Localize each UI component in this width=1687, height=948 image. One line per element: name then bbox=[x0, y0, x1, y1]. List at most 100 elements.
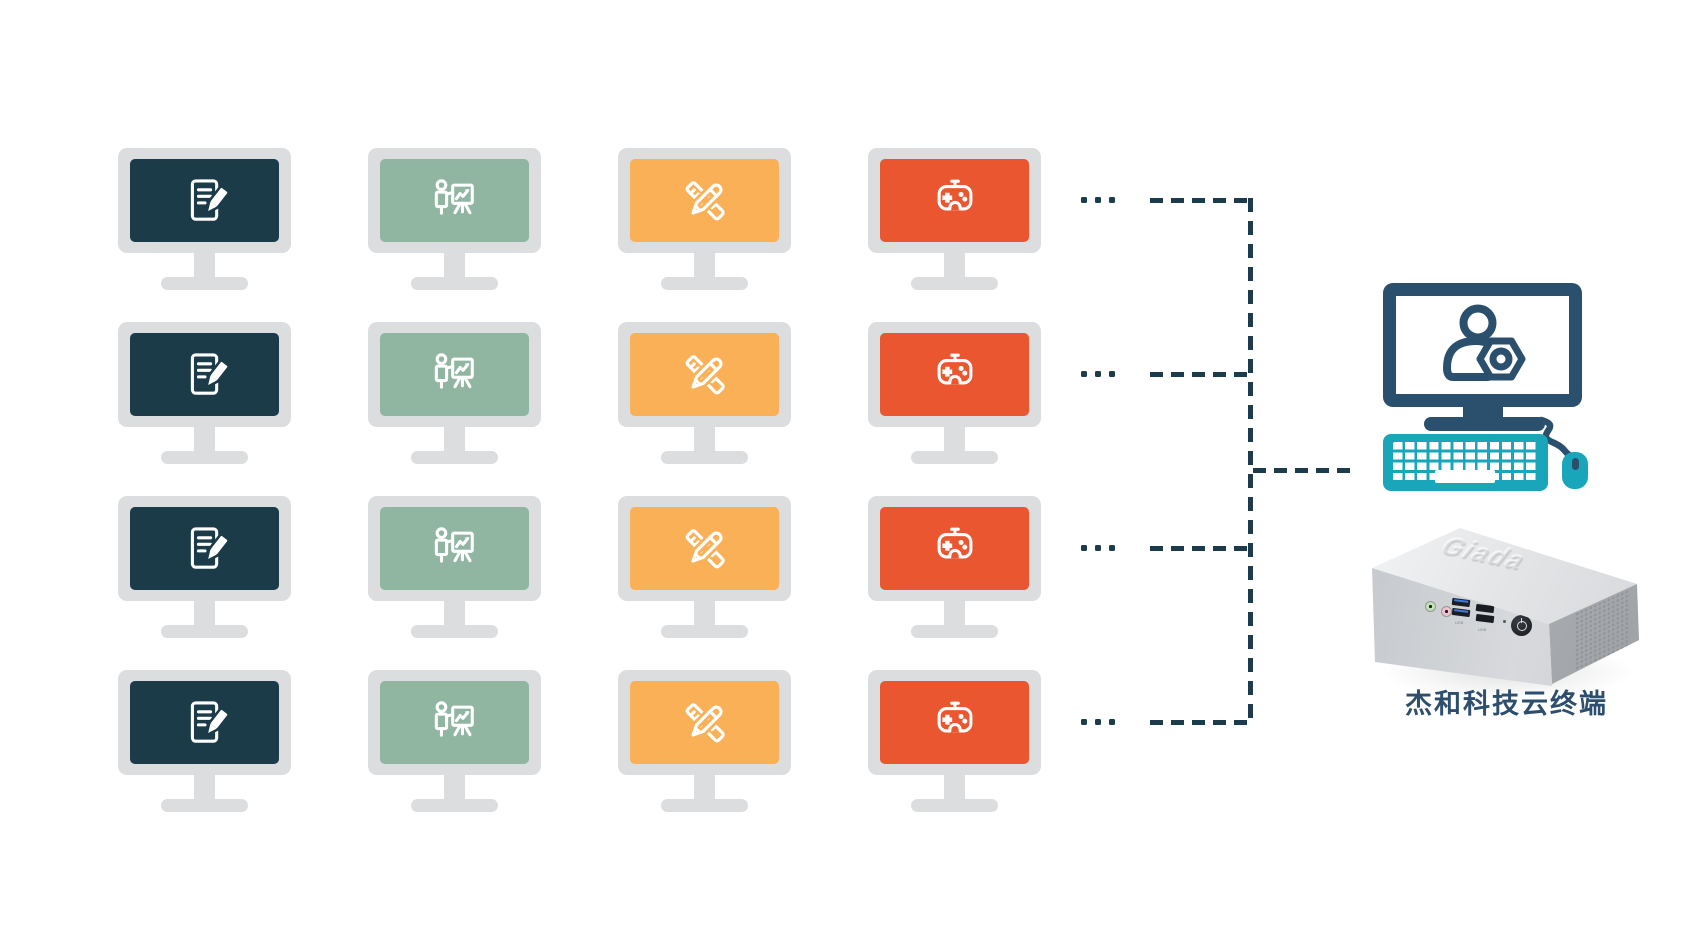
monitor-design bbox=[618, 670, 791, 812]
monitor-base bbox=[661, 625, 748, 638]
connector-row-3 bbox=[1150, 546, 1253, 551]
monitor-neck bbox=[194, 775, 215, 800]
mouse-wheel bbox=[1571, 458, 1579, 470]
monitor-screen bbox=[880, 159, 1029, 242]
ruler-pencil-icon bbox=[675, 520, 735, 578]
monitor-design bbox=[618, 322, 791, 464]
monitor-design bbox=[618, 496, 791, 638]
monitor-presentation bbox=[368, 670, 541, 812]
monitor-base bbox=[411, 799, 498, 812]
monitor-neck bbox=[194, 253, 215, 278]
monitor-screen bbox=[130, 681, 279, 764]
ellipsis-dots bbox=[1081, 545, 1115, 551]
monitor-neck bbox=[694, 601, 715, 626]
monitor-bezel bbox=[118, 496, 291, 601]
monitor-base bbox=[411, 451, 498, 464]
monitor-screen bbox=[130, 159, 279, 242]
monitor-screen bbox=[630, 507, 779, 590]
gamepad-icon bbox=[926, 695, 984, 751]
monitor-bezel bbox=[368, 670, 541, 775]
usb3-port bbox=[1451, 597, 1471, 608]
monitor-base bbox=[161, 451, 248, 464]
monitor-bezel bbox=[118, 322, 291, 427]
monitor-base bbox=[911, 451, 998, 464]
monitor-bezel bbox=[118, 148, 291, 253]
document-edit-icon bbox=[176, 695, 234, 751]
monitor-neck bbox=[444, 427, 465, 452]
monitor-bezel bbox=[368, 148, 541, 253]
monitor-base bbox=[661, 451, 748, 464]
monitor-gaming bbox=[868, 670, 1041, 812]
ruler-pencil-icon bbox=[675, 346, 735, 404]
power-button bbox=[1511, 615, 1532, 636]
monitor-presentation bbox=[368, 496, 541, 638]
keyboard-icon bbox=[1383, 434, 1548, 491]
monitor-bezel bbox=[868, 322, 1041, 427]
monitor-neck bbox=[694, 427, 715, 452]
monitor-neck bbox=[444, 775, 465, 800]
monitor-screen bbox=[380, 159, 529, 242]
monitor-bezel bbox=[618, 670, 791, 775]
connector-row-4 bbox=[1150, 720, 1253, 725]
gamepad-icon bbox=[926, 347, 984, 403]
monitor-neck bbox=[444, 601, 465, 626]
monitor-bezel bbox=[868, 148, 1041, 253]
connector-row-2 bbox=[1150, 372, 1253, 377]
monitor-screen bbox=[380, 333, 529, 416]
ellipsis-dots bbox=[1081, 197, 1115, 203]
ruler-pencil-icon bbox=[675, 694, 735, 752]
monitor-screen bbox=[630, 159, 779, 242]
monitor-neck bbox=[694, 253, 715, 278]
monitor-base bbox=[411, 625, 498, 638]
admin-monitor-neck bbox=[1463, 406, 1503, 419]
monitor-base bbox=[661, 799, 748, 812]
mouse-icon bbox=[1562, 452, 1588, 489]
client-monitor-grid bbox=[118, 148, 1041, 812]
connector-branch bbox=[1253, 468, 1353, 473]
monitor-screen bbox=[380, 681, 529, 764]
usb-port-label: USB bbox=[1478, 627, 1487, 633]
monitor-base bbox=[661, 277, 748, 290]
admin-monitor bbox=[1383, 283, 1582, 407]
usb3-port bbox=[1451, 607, 1471, 618]
monitor-neck bbox=[944, 427, 965, 452]
monitor-screen bbox=[130, 507, 279, 590]
monitor-base bbox=[911, 625, 998, 638]
monitor-screen bbox=[630, 333, 779, 416]
monitor-gaming bbox=[868, 322, 1041, 464]
monitor-neck bbox=[944, 775, 965, 800]
monitor-bezel bbox=[618, 148, 791, 253]
gamepad-icon bbox=[926, 521, 984, 577]
connector-row-1 bbox=[1150, 198, 1253, 203]
monitor-screen bbox=[880, 507, 1029, 590]
monitor-office-docs bbox=[118, 148, 291, 290]
monitor-bezel bbox=[868, 670, 1041, 775]
audio-jack bbox=[1425, 601, 1436, 612]
mic-jack bbox=[1441, 606, 1452, 617]
presentation-chart-icon bbox=[426, 173, 484, 229]
monitor-base bbox=[411, 277, 498, 290]
monitor-design bbox=[618, 148, 791, 290]
monitor-base bbox=[161, 799, 248, 812]
monitor-neck bbox=[444, 253, 465, 278]
monitor-screen bbox=[880, 333, 1029, 416]
monitor-presentation bbox=[368, 322, 541, 464]
monitor-neck bbox=[944, 253, 965, 278]
connector-trunk bbox=[1248, 198, 1253, 725]
monitor-base bbox=[911, 799, 998, 812]
cloud-terminal-device: Giada USB USB bbox=[1370, 524, 1645, 702]
monitor-screen bbox=[880, 681, 1029, 764]
monitor-bezel bbox=[868, 496, 1041, 601]
monitor-base bbox=[911, 277, 998, 290]
presentation-chart-icon bbox=[426, 347, 484, 403]
document-edit-icon bbox=[176, 173, 234, 229]
monitor-bezel bbox=[118, 670, 291, 775]
presentation-chart-icon bbox=[426, 695, 484, 751]
monitor-gaming bbox=[868, 148, 1041, 290]
monitor-office-docs bbox=[118, 496, 291, 638]
document-edit-icon bbox=[176, 521, 234, 577]
user-gear-icon bbox=[1443, 304, 1526, 381]
monitor-screen bbox=[130, 333, 279, 416]
admin-monitor-base bbox=[1424, 417, 1545, 431]
monitor-presentation bbox=[368, 148, 541, 290]
